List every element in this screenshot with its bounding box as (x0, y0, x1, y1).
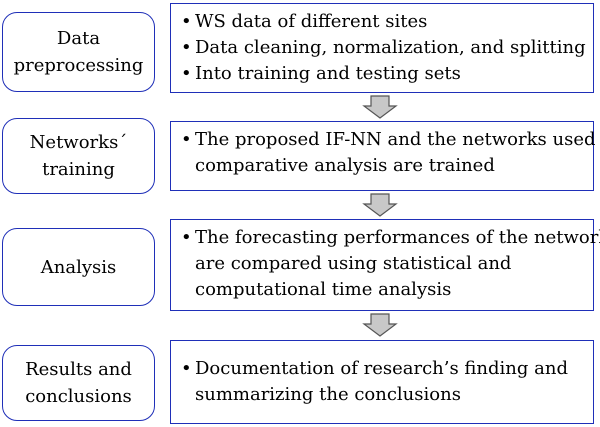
stage-details-networks-training: The proposed IF-NN and the networks used… (170, 121, 600, 191)
stage-details-data-preprocessing: WS data of different sites Data cleaning… (170, 3, 594, 93)
detail-line: are compared using statistical and (195, 253, 512, 274)
stage-label-data-preprocessing: Data preprocessing (2, 12, 155, 92)
stage-label-results-and-conclusions: Results and conclusions (2, 345, 155, 421)
detail-line: WS data of different sites (181, 9, 593, 35)
detail-line: Into training and testing sets (181, 61, 593, 87)
down-arrow-icon (362, 313, 398, 337)
detail-line: comparative analysis are trained (195, 155, 495, 176)
stage-label-networks-training: Networks´ training (2, 118, 155, 194)
detail-line: Data cleaning, normalization, and splitt… (181, 35, 593, 61)
detail-line: computational time analysis (195, 279, 452, 300)
stage-details-analysis: The forecasting performances of the netw… (170, 219, 600, 311)
detail-line: The forecasting performances of the netw… (181, 225, 600, 251)
stage-details-results-and-conclusions: Documentation of research’s finding and … (170, 340, 594, 424)
detail-line: Documentation of research’s finding and (181, 356, 593, 382)
detail-line: The proposed IF-NN and the networks used… (181, 127, 600, 153)
down-arrow-icon (362, 95, 398, 119)
down-arrow-icon (362, 193, 398, 217)
detail-line: summarizing the conclusions (195, 384, 461, 405)
stage-label-analysis: Analysis (2, 228, 155, 306)
